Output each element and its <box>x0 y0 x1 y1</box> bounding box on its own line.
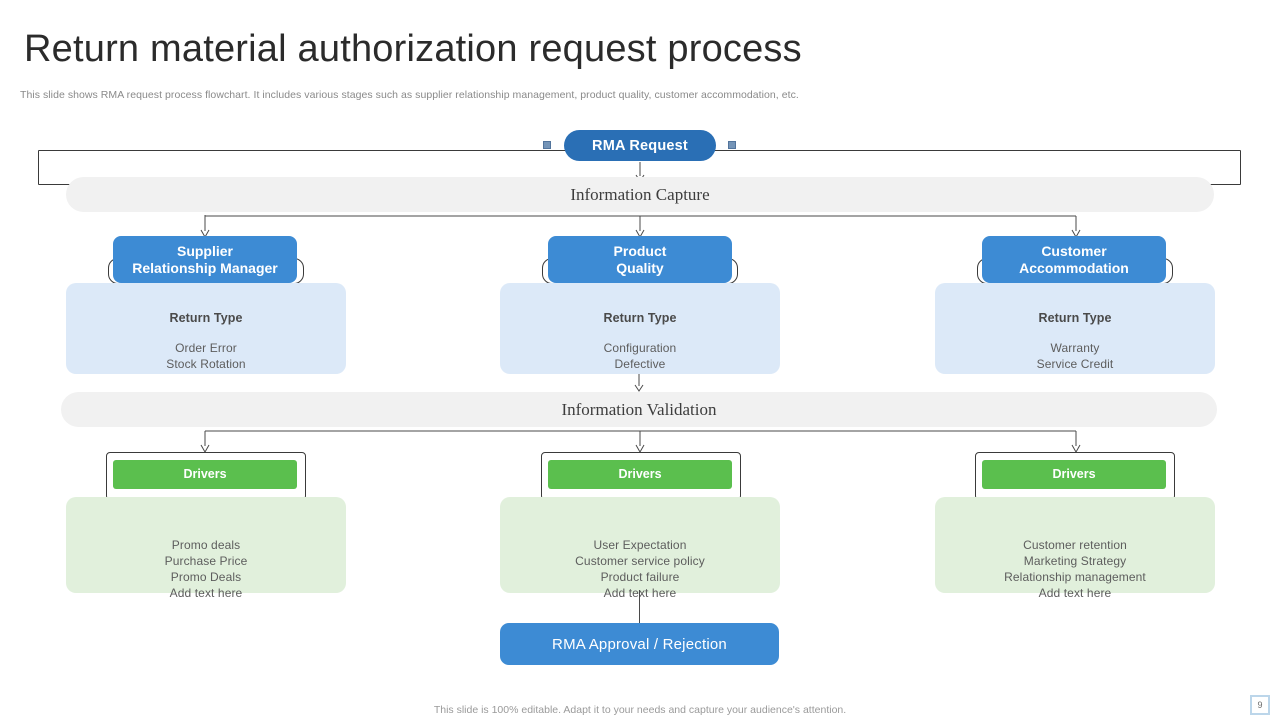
page-number: 9 <box>1257 700 1263 710</box>
footer-note: This slide is 100% editable. Adapt it to… <box>433 704 847 716</box>
drivers-card-2-line-2: Customer service policy <box>575 554 705 569</box>
capture-card-3[interactable]: Return Type Warranty Service Credit <box>935 283 1215 374</box>
capture-card-2-head: Return Type <box>603 311 677 325</box>
drivers-card-1[interactable]: Promo deals Purchase Price Promo Deals A… <box>66 497 346 600</box>
frame-mask <box>39 151 1240 171</box>
stage-information-validation[interactable]: Information Validation <box>61 392 1217 427</box>
node-rma-request-label: RMA Request <box>592 137 688 154</box>
capture-card-1-line-1: Order Error <box>175 341 237 355</box>
arrow-capture-to-validation <box>632 374 646 394</box>
capture-card-3-line-2: Service Credit <box>1036 357 1114 372</box>
drivers-header-2[interactable]: Drivers <box>548 460 732 489</box>
capture-card-3-line-1: Warranty <box>1050 341 1100 355</box>
drivers-card-1-line-4: Add text here <box>169 586 243 601</box>
capture-header-product-quality[interactable]: Product Quality <box>548 236 732 283</box>
drivers-card-2-line-4: Add text here <box>603 586 677 601</box>
drivers-card-3-line-1: Customer retention <box>1023 538 1127 552</box>
capture-header-3-line-2: Accommodation <box>1019 259 1129 276</box>
drivers-card-3[interactable]: Customer retention Marketing Strategy Re… <box>935 497 1215 600</box>
capture-header-customer-accommodation[interactable]: Customer Accommodation <box>982 236 1166 283</box>
drivers-card-1-line-2: Purchase Price <box>164 554 248 569</box>
node-final-label: RMA Approval / Rejection <box>552 635 727 653</box>
drivers-card-3-line-3: Relationship management <box>1004 570 1146 585</box>
stage-capture-label: Information Capture <box>570 184 710 204</box>
capture-header-3-line-1: Customer <box>1041 242 1107 259</box>
capture-card-1-head: Return Type <box>169 311 243 325</box>
capture-header-supplier-relationship-manager[interactable]: Supplier Relationship Manager <box>113 236 297 283</box>
drivers-card-2-line-3: Product failure <box>600 570 680 585</box>
drivers-card-2[interactable]: User Expectation Customer service policy… <box>500 497 780 600</box>
capture-card-1[interactable]: Return Type Order Error Stock Rotation <box>66 283 346 374</box>
capture-header-1-line-2: Relationship Manager <box>132 259 278 276</box>
drivers-header-2-label: Drivers <box>618 467 662 482</box>
drivers-header-1[interactable]: Drivers <box>113 460 297 489</box>
capture-header-2-line-1: Product <box>613 242 667 259</box>
stage-validation-label: Information Validation <box>561 399 717 419</box>
capture-card-3-head: Return Type <box>1038 311 1112 325</box>
capture-card-2-line-1: Configuration <box>603 341 677 355</box>
capture-card-2[interactable]: Return Type Configuration Defective <box>500 283 780 374</box>
drivers-card-3-line-2: Marketing Strategy <box>1023 554 1127 569</box>
drivers-header-3[interactable]: Drivers <box>982 460 1166 489</box>
node-rma-request[interactable]: RMA Request <box>564 130 716 161</box>
connector-validation-branches <box>198 427 1084 455</box>
connector-handle-left <box>543 141 551 149</box>
capture-header-1-line-1: Supplier <box>176 242 233 259</box>
page-number-badge: 9 <box>1250 695 1270 715</box>
capture-card-2-line-2: Defective <box>614 357 666 372</box>
drivers-card-2-line-1: User Expectation <box>593 538 687 552</box>
drivers-header-3-label: Drivers <box>1052 467 1096 482</box>
drivers-card-1-line-3: Promo Deals <box>170 570 242 585</box>
capture-header-2-line-2: Quality <box>616 259 664 276</box>
drivers-card-3-line-4: Add text here <box>1038 586 1112 601</box>
stage-information-capture[interactable]: Information Capture <box>66 177 1214 212</box>
drivers-header-1-label: Drivers <box>183 467 227 482</box>
node-rma-approval-rejection[interactable]: RMA Approval / Rejection <box>500 623 779 665</box>
capture-card-1-line-2: Stock Rotation <box>166 357 246 372</box>
connector-drivers-to-final <box>639 590 640 624</box>
connector-handle-right <box>728 141 736 149</box>
page-subtitle: This slide shows RMA request process flo… <box>20 89 799 101</box>
page-title: Return material authorization request pr… <box>24 28 802 70</box>
drivers-card-1-line-1: Promo deals <box>171 538 241 552</box>
